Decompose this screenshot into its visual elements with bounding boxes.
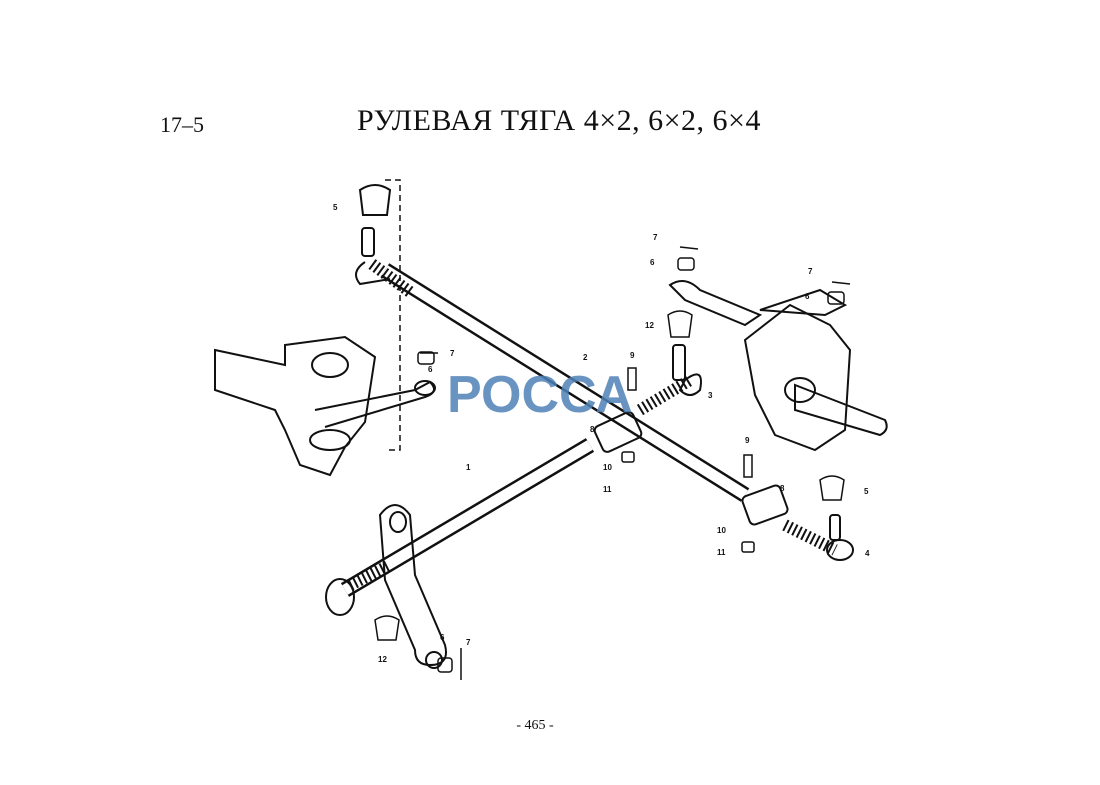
drag-link-1 <box>325 438 595 616</box>
callout-6: 6 <box>428 365 433 374</box>
callout-7: 7 <box>808 267 813 276</box>
clamp-8-lower <box>741 484 789 526</box>
callout-10: 10 <box>717 526 726 535</box>
callout-12: 12 <box>378 655 387 664</box>
page-number: - 465 - <box>516 718 554 733</box>
clamp-8-upper <box>593 411 643 453</box>
callout-10: 10 <box>603 463 612 472</box>
callout-11: 11 <box>603 485 612 494</box>
callout-1: 1 <box>466 463 471 472</box>
callouts: 5 7 6 12 7 6 7 6 2 9 3 8 10 11 1 9 8 5 1… <box>333 203 870 664</box>
callout-9: 9 <box>630 351 635 360</box>
pitman-arm <box>378 504 447 669</box>
tie-rod-2 <box>355 259 750 502</box>
rod-end-3 <box>636 344 702 416</box>
watermark: РОССА <box>447 366 633 424</box>
callout-8: 8 <box>590 425 595 434</box>
callout-9: 9 <box>745 436 750 445</box>
callout-7: 7 <box>450 349 455 358</box>
callout-2: 2 <box>583 353 588 362</box>
callout-6: 6 <box>440 633 445 642</box>
steering-knuckle-left <box>214 335 436 477</box>
rod-end-4 <box>782 514 854 561</box>
callout-8: 8 <box>780 484 785 493</box>
sheet-id: 17–5 <box>160 112 204 137</box>
callout-11: 11 <box>717 548 726 557</box>
nuts-and-boots <box>374 246 851 680</box>
callout-4: 4 <box>865 549 870 558</box>
callout-7: 7 <box>466 638 471 647</box>
callout-5: 5 <box>864 487 869 496</box>
page-title: РУЛЕВАЯ ТЯГА 4×2, 6×2, 6×4 <box>357 104 761 137</box>
ball-pin-left <box>358 179 401 451</box>
callout-6: 6 <box>650 258 655 267</box>
callout-5: 5 <box>333 203 338 212</box>
callout-12: 12 <box>645 321 654 330</box>
steering-knuckle-right <box>668 280 888 452</box>
callout-6: 6 <box>805 292 810 301</box>
callout-3: 3 <box>708 391 713 400</box>
callout-7: 7 <box>653 233 658 242</box>
